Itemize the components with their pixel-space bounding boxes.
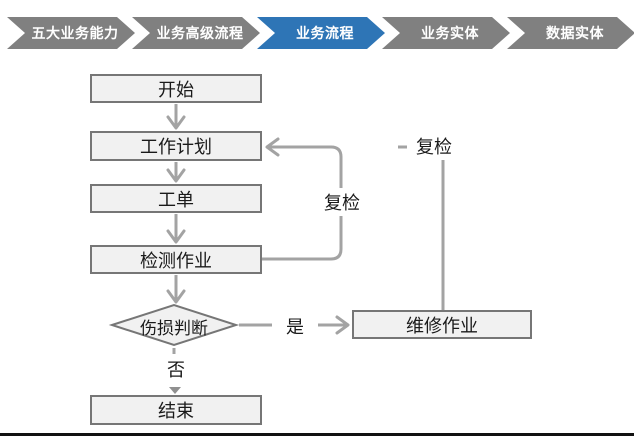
node-label: 工单	[158, 189, 194, 210]
edge-label-recheck-outer: 复检	[407, 131, 461, 160]
node-label: 开始	[158, 79, 194, 100]
node-end: 结束	[90, 395, 262, 425]
node-label: 维修作业	[406, 315, 478, 336]
node-label: 检测作业	[140, 250, 212, 271]
node-damage-decision-label: 伤损判断	[140, 319, 208, 338]
nav-chevron-label: 业务实体	[421, 25, 479, 41]
nav-chevron-business-process-active[interactable]: 业务流程	[257, 17, 385, 49]
node-repair-work: 维修作业	[352, 310, 532, 339]
nav-chevron-data-entity[interactable]: 数据实体	[507, 17, 634, 49]
node-start: 开始	[90, 74, 262, 103]
edge-label-yes: 是	[280, 314, 310, 338]
node-inspection-work: 检测作业	[90, 245, 262, 274]
node-work-plan: 工作计划	[90, 131, 262, 161]
node-label: 结束	[158, 401, 194, 421]
bottom-divider	[0, 433, 634, 436]
decision-diamond-shape	[108, 303, 240, 347]
nav-chevron-label: 业务高级流程	[156, 25, 244, 41]
nav-chevron-business-capabilities[interactable]: 五大业务能力	[7, 17, 135, 49]
nav-chevron-business-entity[interactable]: 业务实体	[382, 17, 510, 49]
edge-no-end-arrowhead	[169, 387, 181, 394]
nav-chevron-high-level-process[interactable]: 业务高级流程	[132, 17, 260, 49]
nav-chevron-label: 五大业务能力	[31, 25, 119, 41]
edge-repair-plan-recheck	[398, 145, 445, 310]
node-work-order: 工单	[90, 184, 262, 213]
edge-label-no: 否	[162, 356, 190, 382]
nav-chevron-label: 数据实体	[546, 25, 604, 41]
edge-label-recheck-inner: 复检	[316, 188, 368, 216]
nav-chevron-label: 业务流程	[296, 25, 354, 41]
node-label: 工作计划	[140, 137, 212, 157]
